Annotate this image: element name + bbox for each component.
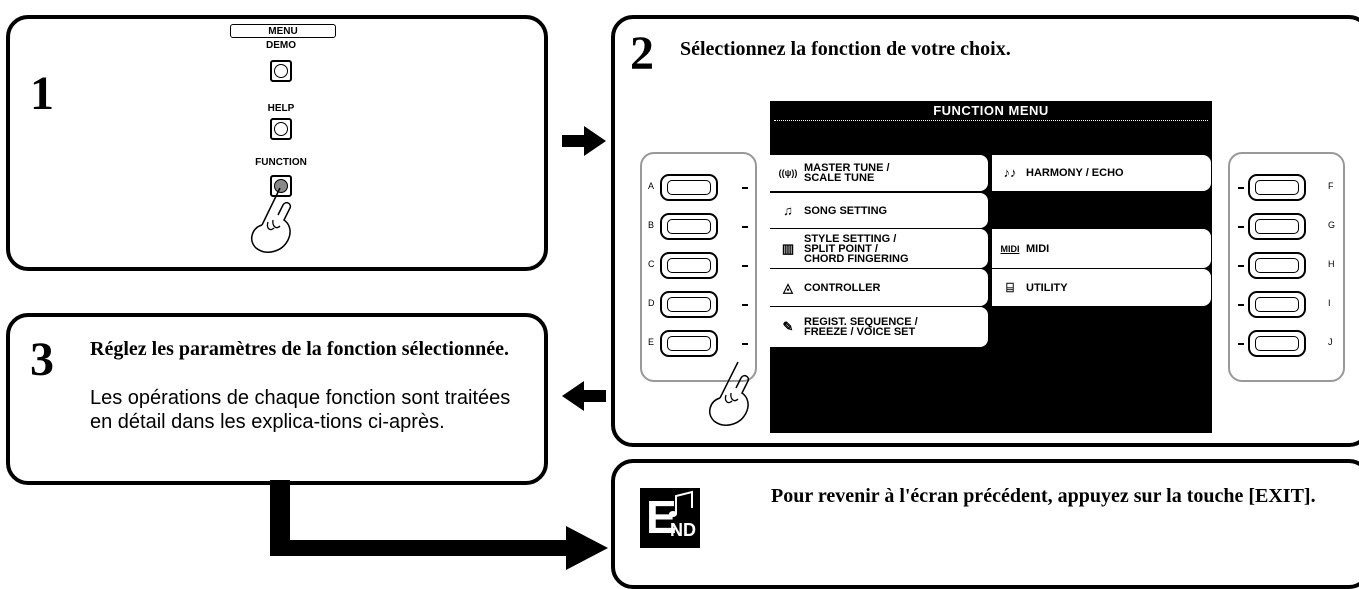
demo-label: DEMO — [266, 40, 296, 51]
button-tick — [742, 343, 748, 345]
button-tick — [742, 226, 748, 228]
menu-item-label: MIDI — [1026, 242, 1050, 255]
menu-item-controller[interactable]: ◬ CONTROLLER — [770, 269, 988, 306]
screen-button-h[interactable] — [1248, 252, 1306, 279]
screen-button-a[interactable] — [660, 174, 718, 201]
screen-button-d[interactable] — [660, 291, 718, 318]
utility-icon: ⌸ — [1006, 279, 1014, 295]
screen-title: FUNCTION MENU — [933, 103, 1049, 118]
end-panel — [611, 459, 1359, 589]
arrow-right-icon — [562, 126, 606, 156]
screen-divider — [774, 120, 1208, 121]
button-tick — [1238, 187, 1244, 189]
end-text: Pour revenir à l'écran précédent, appuye… — [771, 485, 1316, 507]
button-letter-a: A — [648, 181, 655, 191]
music-note-icon: ♫ — [783, 202, 793, 218]
button-letter-f: F — [1328, 181, 1334, 191]
midi-icon: MIDI — [1000, 243, 1020, 254]
music-note-icon — [669, 490, 693, 517]
pointing-hand-icon — [251, 187, 292, 253]
function-label: FUNCTION — [255, 157, 307, 168]
menu-item-tuning-fork[interactable]: ((ψ)) MASTER TUNE / SCALE TUNE — [770, 155, 988, 191]
button-letter-i: I — [1328, 298, 1331, 308]
screen-button-b[interactable] — [660, 213, 718, 240]
screen-button-f[interactable] — [1248, 174, 1306, 201]
menu-item-harmony[interactable]: ♪♪ HARMONY / ECHO — [992, 155, 1211, 191]
harmony-icon: ♪♪ — [1003, 165, 1017, 180]
connector-arrow — [270, 480, 608, 570]
registration-icon: ✎ — [782, 319, 794, 334]
menu-item-music-note[interactable]: ♫ SONG SETTING — [770, 193, 988, 228]
help-button[interactable] — [270, 118, 292, 140]
button-letter-c: C — [648, 259, 655, 269]
button-letter-b: B — [648, 220, 655, 230]
menu-item-label: CONTROLLER — [804, 281, 881, 294]
step3-body: Les opérations de chaque fonction sont t… — [90, 387, 511, 433]
menu-item-label: HARMONY / ECHO — [1026, 167, 1124, 179]
demo-button[interactable] — [270, 60, 292, 82]
button-tick — [1238, 343, 1244, 345]
step3-panel — [6, 313, 548, 485]
screen-button-g[interactable] — [1248, 213, 1306, 240]
screen-button-j[interactable] — [1248, 330, 1306, 357]
right-button-group — [1228, 152, 1345, 382]
arrow-left-icon — [562, 381, 606, 411]
button-letter-h: H — [1328, 259, 1335, 269]
menu-item-label: STYLE SETTING / SPLIT POINT / CHORD FING… — [804, 232, 909, 265]
controller-icon: ◬ — [783, 279, 793, 295]
menu-item-utility[interactable]: ⌸ UTILITY — [992, 269, 1211, 306]
button-tick — [742, 304, 748, 306]
screen-button-e[interactable] — [660, 330, 718, 357]
step3-title: Réglez les paramètres de la fonction sél… — [90, 338, 509, 360]
button-letter-d: D — [648, 298, 655, 308]
end-icon: E ND — [640, 488, 700, 548]
tuning-fork-icon: ((ψ)) — [778, 168, 798, 178]
step1-number: 1 — [30, 67, 54, 120]
menu-item-label: MASTER TUNE / SCALE TUNE — [804, 162, 890, 184]
button-letter-g: G — [1328, 220, 1336, 230]
button-letter-e: E — [648, 337, 655, 347]
menu-item-midi[interactable]: MIDI MIDI — [992, 229, 1211, 268]
step2-title: Sélectionnez la fonction de votre choix. — [680, 38, 1011, 60]
pointing-hand-icon — [709, 361, 750, 426]
button-tick — [742, 265, 748, 267]
menu-item-keyboard[interactable]: ▥ STYLE SETTING / SPLIT POINT / CHORD FIN… — [770, 229, 988, 268]
button-tick — [1238, 304, 1244, 306]
button-tick — [742, 187, 748, 189]
menu-item-registration[interactable]: ✎ REGIST. SEQUENCE / FREEZE / VOICE SET — [770, 307, 988, 347]
help-label: HELP — [267, 103, 295, 114]
function-button[interactable] — [270, 175, 292, 197]
menu-item-label: SONG SETTING — [804, 204, 888, 217]
screen-button-i[interactable] — [1248, 291, 1306, 318]
left-button-group — [640, 152, 757, 382]
step3-number: 3 — [30, 333, 54, 386]
menu-item-label: REGIST. SEQUENCE / FREEZE / VOICE SET — [804, 316, 918, 338]
keyboard-icon: ▥ — [781, 240, 795, 256]
menu-item-label: UTILITY — [1026, 281, 1068, 294]
button-tick — [1238, 265, 1244, 267]
button-letter-j: J — [1328, 337, 1333, 347]
step2-number: 2 — [630, 27, 654, 80]
button-tick — [1238, 226, 1244, 228]
screen-button-c[interactable] — [660, 252, 718, 279]
menu-group-label: MENU — [230, 24, 336, 38]
